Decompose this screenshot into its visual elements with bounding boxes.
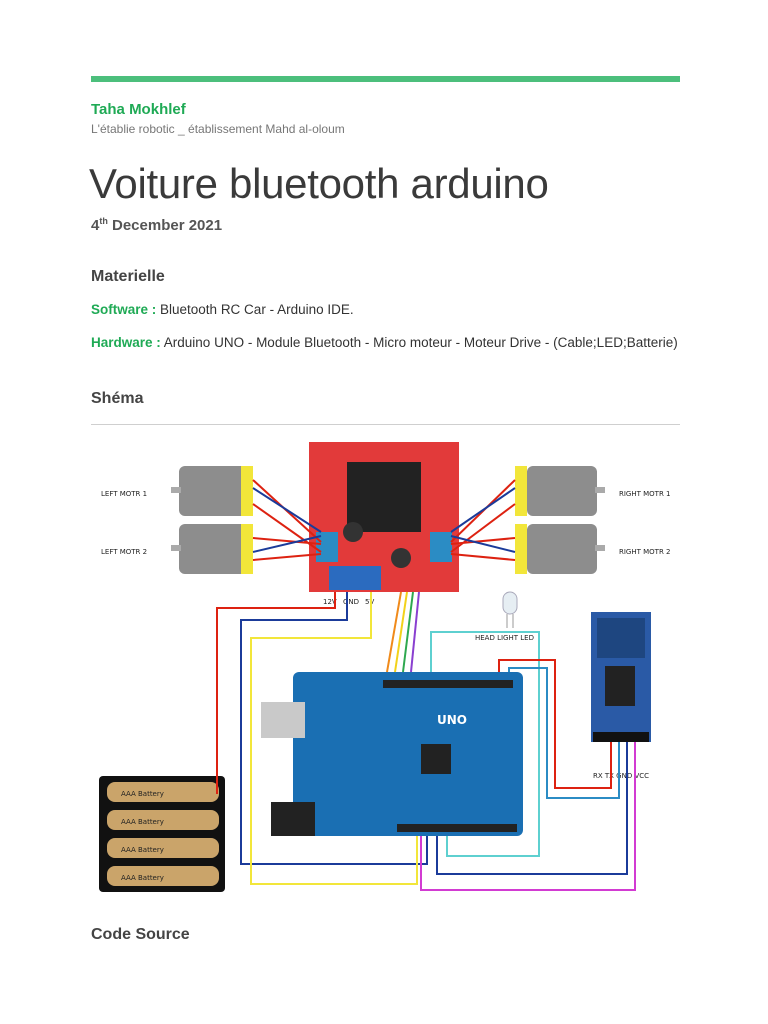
label-left-motor-1: LEFT MOTR 1 bbox=[101, 490, 147, 498]
publish-date: 4th December 2021 bbox=[91, 216, 223, 234]
right-motor-1 bbox=[515, 466, 605, 516]
label-head-light: HEAD LIGHT LED bbox=[475, 634, 534, 642]
hardware-value: Arduino UNO - Module Bluetooth - Micro m… bbox=[160, 335, 678, 350]
board-name: UNO bbox=[437, 713, 467, 727]
heading-materiel: Materielle bbox=[91, 268, 165, 285]
software-key: Software : bbox=[91, 302, 157, 317]
arduino-uno-board: UNO bbox=[261, 672, 523, 836]
author-name: Taha Mokhlef bbox=[91, 101, 186, 118]
battery-label-4: AAA Battery bbox=[121, 874, 164, 882]
head-light-led bbox=[502, 591, 518, 628]
wiring-diagram: LEFT MOTR 1 LEFT MOTR 2 RIGHT MOTR 1 RIG… bbox=[99, 442, 671, 892]
software-line: Software : Bluetooth RC Car - Arduino ID… bbox=[91, 302, 354, 317]
divider bbox=[91, 424, 680, 425]
label-5v: 5V bbox=[365, 598, 374, 606]
label-bt-pins: RX TX GND VCC bbox=[593, 772, 649, 780]
right-motor-2 bbox=[515, 524, 605, 574]
left-motor-2 bbox=[171, 524, 253, 574]
battery-pack: AAA Battery AAA Battery AAA Battery AAA … bbox=[99, 776, 225, 892]
heading-schema: Shéma bbox=[91, 390, 144, 407]
bluetooth-module bbox=[591, 612, 651, 742]
label-right-motor-2: RIGHT MOTR 2 bbox=[619, 548, 671, 556]
page-title: Voiture bluetooth arduino bbox=[89, 160, 549, 207]
battery-label-2: AAA Battery bbox=[121, 818, 164, 826]
software-value: Bluetooth RC Car - Arduino IDE. bbox=[156, 302, 354, 317]
motor-driver-board bbox=[309, 442, 459, 592]
battery-label-3: AAA Battery bbox=[121, 846, 164, 854]
label-gnd: GND bbox=[343, 598, 359, 606]
label-left-motor-2: LEFT MOTR 2 bbox=[101, 548, 147, 556]
hardware-key: Hardware : bbox=[91, 335, 161, 350]
left-motor-1 bbox=[171, 466, 253, 516]
label-right-motor-1: RIGHT MOTR 1 bbox=[619, 490, 671, 498]
battery-label-1: AAA Battery bbox=[121, 790, 164, 798]
label-12v: 12V bbox=[323, 598, 337, 606]
hardware-line: Hardware : Arduino UNO - Module Bluetoot… bbox=[91, 335, 678, 350]
top-accent-bar bbox=[91, 76, 680, 82]
organization: L'établie robotic _ établissement Mahd a… bbox=[91, 122, 345, 136]
heading-code-source: Code Source bbox=[91, 926, 190, 943]
